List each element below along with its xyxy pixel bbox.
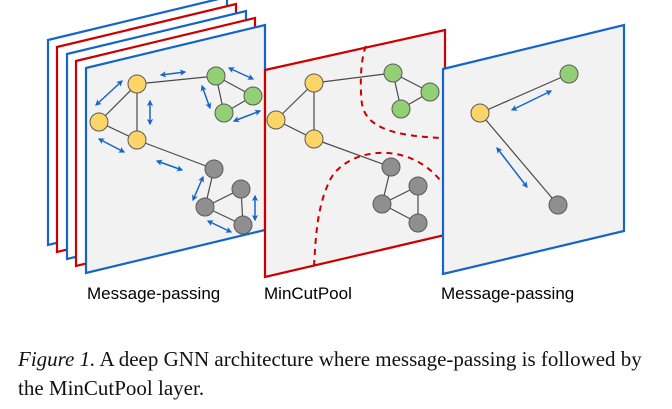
graph-node-yellow bbox=[127, 74, 147, 94]
graph-node-green bbox=[206, 66, 226, 86]
cut-boundary-dashed bbox=[313, 151, 441, 267]
graph-node-green bbox=[383, 63, 403, 83]
graph-node-green bbox=[559, 64, 579, 84]
message-arrow-icon bbox=[232, 109, 262, 123]
caption-text: A deep GNN architecture where message-pa… bbox=[18, 347, 642, 400]
graph-node-green bbox=[420, 82, 440, 102]
graph-node-gray bbox=[204, 159, 224, 179]
graph-node-gray bbox=[195, 197, 215, 217]
panel-frame bbox=[84, 23, 267, 275]
graph-node-yellow bbox=[304, 129, 324, 149]
graph-node-gray bbox=[408, 213, 428, 233]
gnn-architecture-diagram bbox=[46, 0, 626, 279]
message-arrow-icon bbox=[95, 80, 123, 106]
graph-node-gray bbox=[408, 176, 428, 196]
message-arrow-icon bbox=[200, 84, 212, 110]
message-arrow-icon bbox=[155, 159, 184, 172]
mincutpool-panel bbox=[263, 28, 447, 279]
panel-frame bbox=[441, 23, 626, 276]
message-passing-panel-2 bbox=[441, 23, 626, 276]
graph-node-green bbox=[214, 103, 234, 123]
graph-node-yellow bbox=[304, 73, 324, 93]
graph-node-gray bbox=[233, 215, 253, 235]
graph-edge bbox=[313, 138, 392, 168]
graph-node-green bbox=[243, 86, 263, 106]
graph-edge bbox=[136, 75, 217, 85]
message-arrow-icon bbox=[192, 175, 204, 202]
graph-node-yellow bbox=[470, 103, 490, 123]
message-arrow-icon bbox=[159, 69, 187, 78]
message-arrow-icon bbox=[97, 138, 126, 153]
label-message-passing-left: Message-passing bbox=[87, 284, 221, 303]
graph-node-gray bbox=[372, 194, 392, 214]
figure-caption: Figure 1. A deep GNN architecture where … bbox=[18, 345, 658, 403]
graph-node-yellow bbox=[89, 112, 109, 132]
graph-node-gray bbox=[231, 179, 251, 199]
message-arrow-icon bbox=[206, 220, 233, 233]
graph-node-gray bbox=[381, 157, 401, 177]
graph-node-green bbox=[391, 99, 411, 119]
graph-node-gray bbox=[548, 195, 568, 215]
graph-node-yellow bbox=[127, 130, 147, 150]
graph-edge bbox=[313, 72, 394, 84]
label-message-passing-right: Message-passing bbox=[441, 284, 575, 303]
graph-node-yellow bbox=[266, 110, 286, 130]
label-mincutpool: MinCutPool bbox=[264, 284, 352, 303]
graph-edge bbox=[136, 139, 215, 170]
message-arrow-icon bbox=[496, 147, 528, 188]
message-arrow-icon bbox=[227, 67, 255, 80]
message-passing-panel-1 bbox=[84, 23, 267, 275]
message-arrow-icon bbox=[510, 90, 553, 111]
caption-figure-number: Figure 1. bbox=[18, 347, 96, 371]
